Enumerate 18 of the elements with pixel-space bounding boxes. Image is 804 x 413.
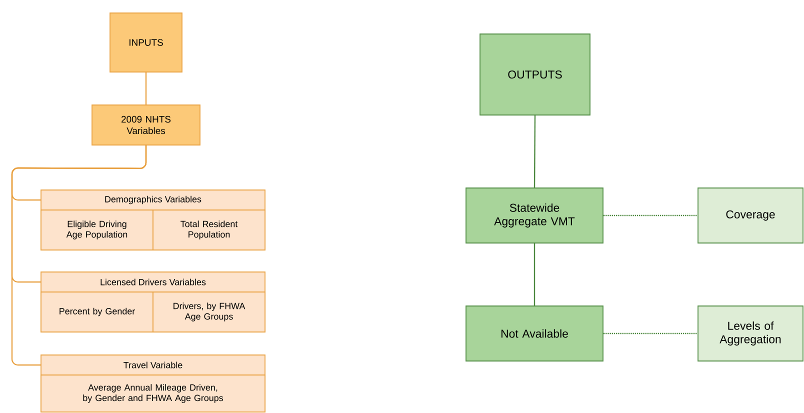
table-cell: Total Resident Population	[152, 210, 266, 250]
connector-line	[534, 115, 536, 188]
connector-line	[145, 72, 147, 105]
box: Coverage	[698, 188, 804, 244]
connector-line	[603, 214, 698, 216]
table-cell: Percent by Gender	[40, 292, 154, 332]
table-cell: Average Annual Mileage Driven, by Gender and FHWA Age Groups	[40, 374, 266, 412]
box: INPUTS	[110, 12, 182, 72]
connector-line	[534, 243, 536, 306]
connector-line	[11, 145, 147, 366]
box: Levels of Aggregation	[698, 306, 804, 362]
table-cell: Eligible Driving Age Population	[40, 210, 154, 250]
box: Statewide Aggregate VMT	[466, 188, 604, 244]
table-cell: Drivers, by FHWA Age Groups	[152, 292, 266, 332]
box: OUTPUTS	[480, 34, 590, 116]
connector-line	[603, 332, 698, 334]
box: Not Available	[466, 306, 604, 362]
box: 2009 NHTS Variables	[92, 104, 200, 146]
